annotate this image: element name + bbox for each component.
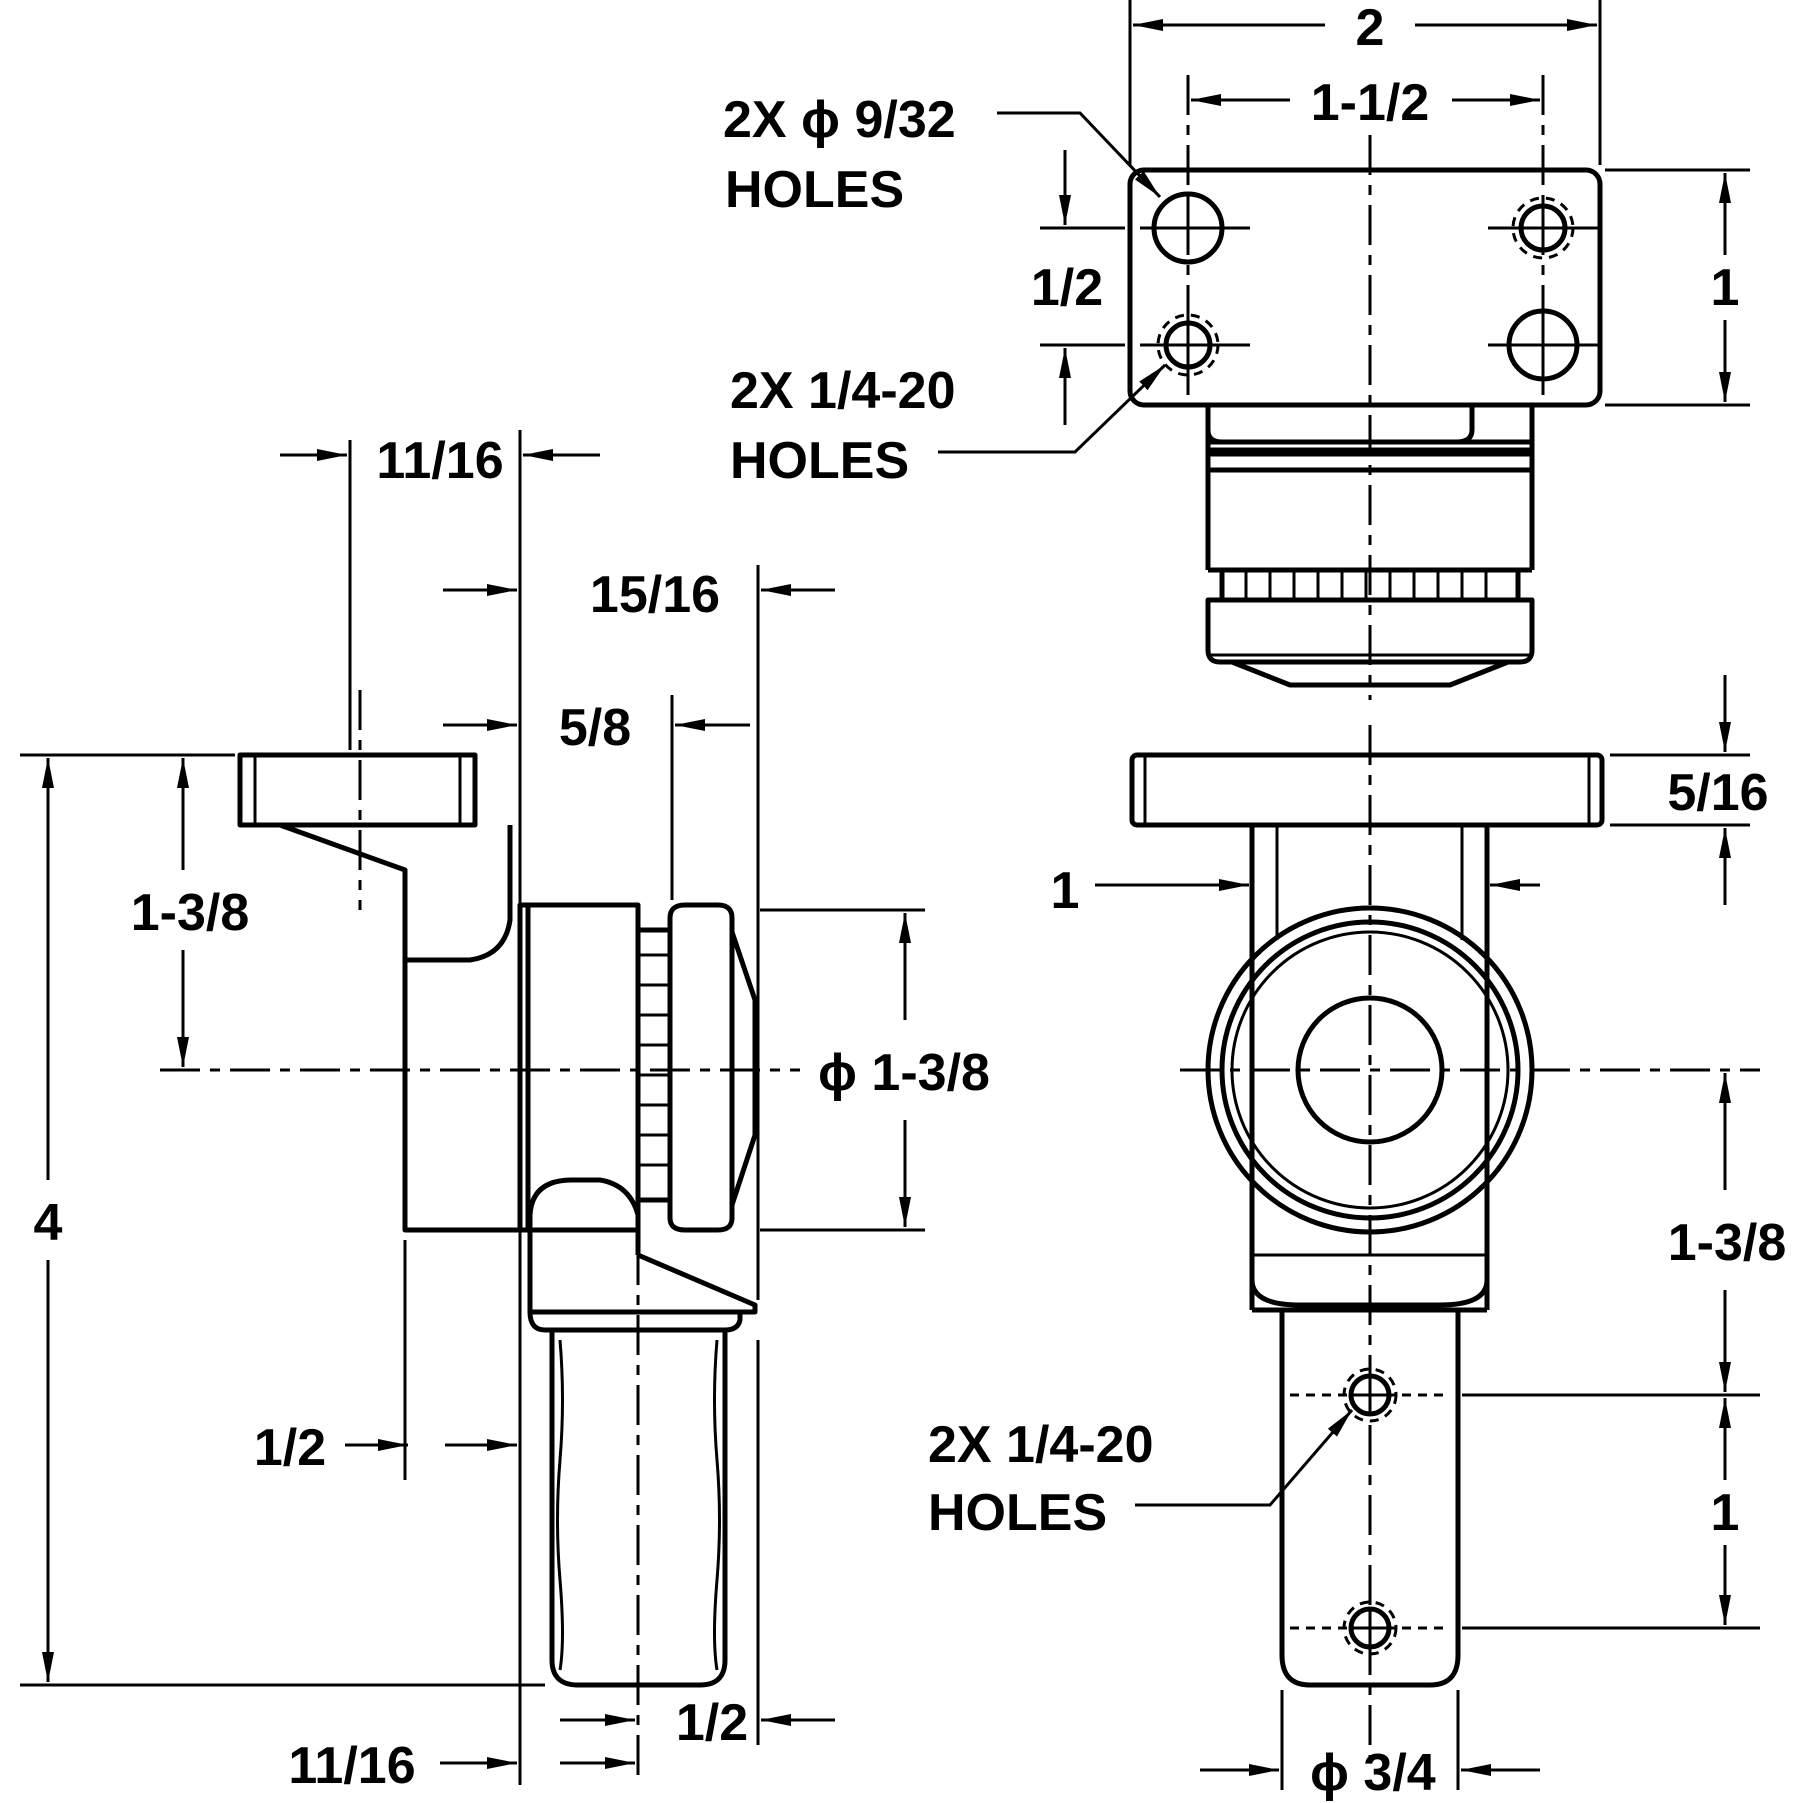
side-overall-depth-label: 15/16 [590,566,720,624]
side-bottom-offset-label: 11/16 [288,1737,415,1795]
top-view: 2 1-1/2 1 1/2 2X ϕ 9/32 HOLES 2X 1/4-20 … [723,0,1750,700]
side-flange-height-label: 1-3/8 [131,884,250,942]
top-row-offset-label: 1/2 [1031,259,1103,317]
front-hole-spacing-label: 1 [1711,1484,1740,1542]
front-center-to-hole-label: 1-3/8 [1668,1214,1787,1272]
side-overall-height-label: 4 [34,1194,63,1252]
callout-holes-b-line2: HOLES [730,432,909,490]
side-top-flange [237,752,478,828]
front-flange-thickness-label: 5/16 [1667,764,1768,822]
side-knob-depth-label: 5/8 [559,699,631,757]
front-body-width-label: 1 [1051,862,1080,920]
side-top-offset-label: 11/16 [376,432,503,490]
front-callout-line1: 2X 1/4-20 [928,1416,1154,1474]
front-flange [1129,752,1605,828]
top-plate [1127,167,1603,408]
callout-holes-a-line1: 2X ϕ 9/32 [723,91,956,149]
side-shaft-offset-label: 1/2 [254,1419,326,1477]
callout-holes-b-line1: 2X 1/4-20 [730,362,956,420]
callout-holes-a-line2: HOLES [725,161,904,219]
top-width-label: 2 [1356,0,1385,57]
top-height-label: 1 [1711,259,1740,317]
side-knob [667,902,735,1233]
front-view: 5/16 1 1-3/8 1 ϕ 3/4 2X 1/4-20 HOLES [928,675,1786,1802]
front-callout-line2: HOLES [928,1484,1107,1542]
side-knob-diameter-label: ϕ 1-3/8 [818,1044,990,1102]
front-shaft-diameter-label: ϕ 3/4 [1310,1744,1436,1802]
side-view: 11/16 15/16 5/8 1-3/8 ϕ 1-3/8 4 1/2 11/1… [20,430,990,1795]
side-handle-depth-label: 1/2 [676,1694,748,1752]
top-hole-spacing-label: 1-1/2 [1311,74,1430,132]
